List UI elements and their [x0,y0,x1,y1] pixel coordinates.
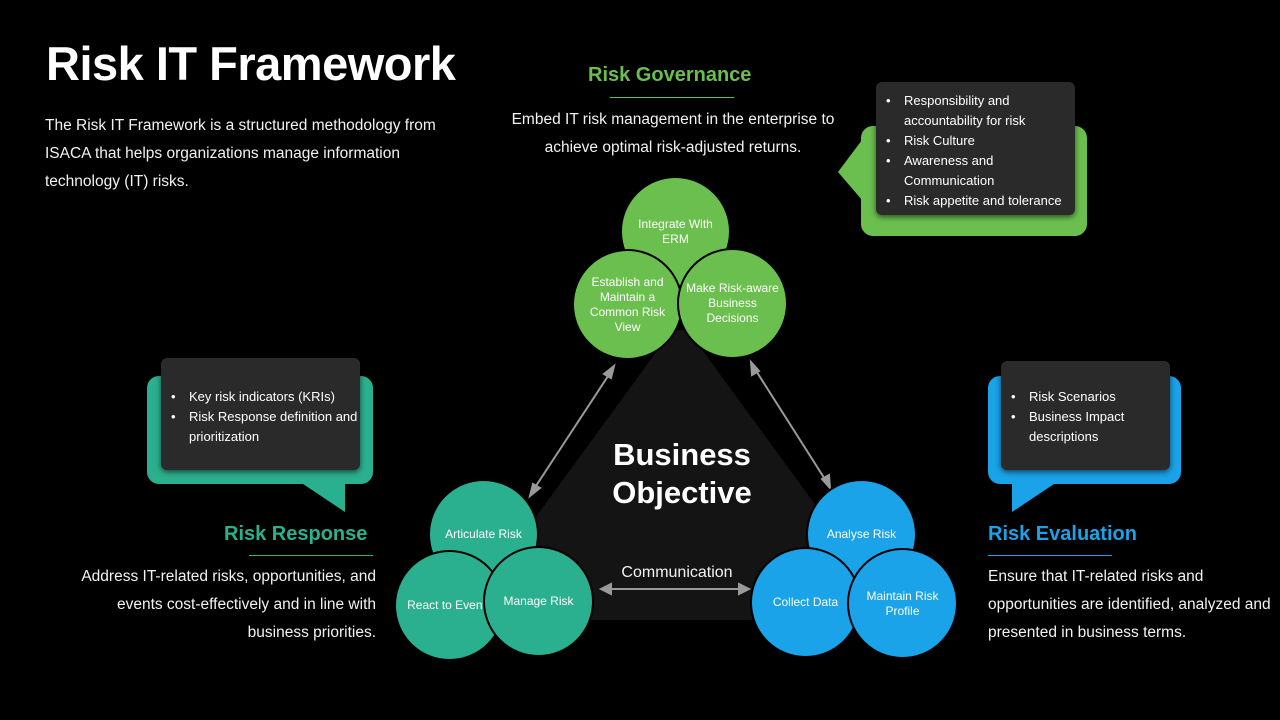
arrow-governance-response [528,363,616,499]
circle-label: React to Events [407,598,492,612]
evaluation-description: Ensure that IT-related risks and opportu… [988,568,1271,641]
bullet-item: Risk Culture [886,131,1075,151]
circle-label: Maintain Risk Profile [866,588,939,618]
bullet-item: Risk appetite and tolerance [886,191,1075,211]
response-title: Risk Response [224,523,368,545]
evaluation-bullet-box: Risk Scenarios Business Impact descripti… [1001,361,1170,470]
evaluation-bullet-list: Risk Scenarios Business Impact descripti… [1001,387,1170,447]
governance-description: Embed IT risk management in the enterpri… [511,111,835,156]
center-line-2: Objective [612,475,752,510]
response-underline [249,555,373,556]
circle-label: Make Risk-aware Business Decisions [686,281,779,325]
page-title: Risk IT Framework [46,37,456,90]
governance-circle-common-view: Establish and Maintain a Common Risk Vie… [572,249,683,360]
response-bullet-box: Key risk indicators (KRIs) Risk Response… [161,358,360,470]
evaluation-underline [988,555,1112,556]
circle-label: Collect Data [772,595,839,609]
circle-label: Articulate Risk [445,527,522,541]
bullet-item: Business Impact descriptions [1011,407,1170,447]
bullet-item: Risk Response definition and prioritizat… [171,407,360,447]
governance-title: Risk Governance [588,64,752,86]
bullet-item: Risk Scenarios [1011,387,1170,407]
evaluation-circle-collect: Collect Data [750,547,861,658]
response-bullet-list: Key risk indicators (KRIs) Risk Response… [161,387,360,447]
governance-circle-decisions: Make Risk-aware Business Decisions [677,248,788,359]
governance-circle-integrate: Integrate With ERM [620,176,731,287]
evaluation-title: Risk Evaluation [988,523,1137,545]
business-objective-label: Business Objective [582,436,782,512]
circle-label: Establish and Maintain a Common Risk Vie… [589,274,666,334]
bullet-item: Responsibility and accountability for ri… [886,91,1075,131]
central-triangle [475,330,885,620]
intro-paragraph: The Risk IT Framework is a structured me… [45,117,436,190]
governance-bullet-box: Responsibility and accountability for ri… [876,82,1075,215]
governance-underline [610,97,734,98]
bullet-item: Key risk indicators (KRIs) [171,387,360,407]
arrow-response-evaluation [598,582,752,596]
response-circle-manage: Manage Risk [483,546,594,657]
bullet-item: Awareness and Communication [886,151,1075,191]
communication-label: Communication [621,564,733,581]
center-line-1: Business [613,437,751,472]
governance-bullet-list: Responsibility and accountability for ri… [876,91,1075,211]
arrow-governance-evaluation [749,359,832,491]
evaluation-circle-maintain: Maintain Risk Profile [847,548,958,659]
circle-label: Analyse Risk [826,527,897,541]
response-description: Address IT-related risks, opportunities,… [81,568,376,641]
circle-label: Integrate With ERM [638,216,713,246]
circle-label: Manage Risk [503,594,574,608]
